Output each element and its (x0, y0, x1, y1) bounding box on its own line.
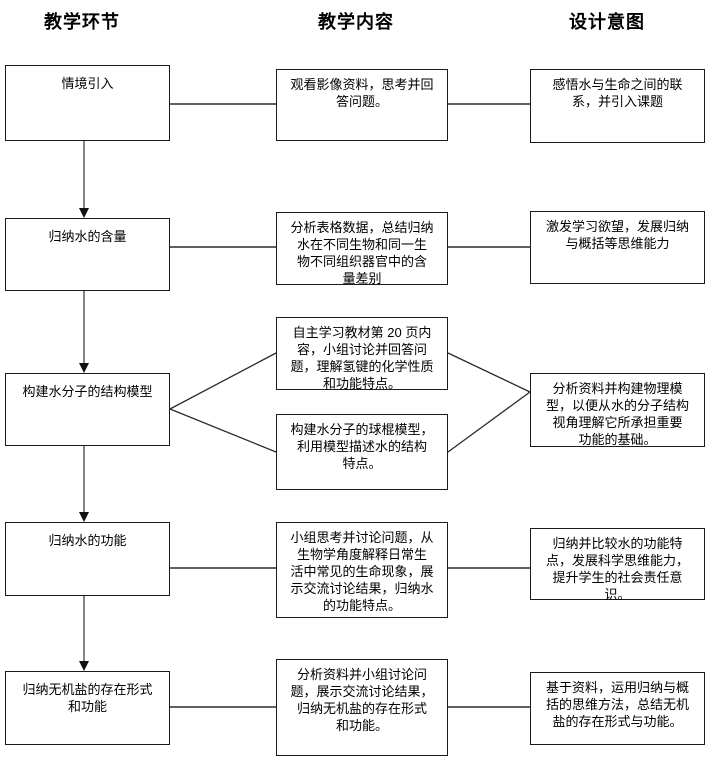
column-header-intents: 设计意图 (569, 12, 645, 32)
intent-box-4-text: 归纳并比较水的功能特 点，发展科学思维能力， 提升学生的社会责任意 识。 (545, 536, 689, 602)
stage-box-5: 归纳无机盐的存在形式 和功能 (5, 671, 170, 745)
content-box-3a-text: 自主学习教材第 20 页内 容，小组讨论并回答问 题，理解氢键的化学性质 和功能… (290, 325, 434, 391)
arrow-stage2-stage3-head (79, 363, 89, 373)
connector-row3-fork-lower-left (169, 408, 277, 453)
content-box-3b: 构建水分子的球棍模型， 利用模型描述水的结构 特点。 (276, 414, 448, 490)
intent-box-4: 归纳并比较水的功能特 点，发展科学思维能力， 提升学生的社会责任意 识。 (530, 528, 705, 602)
stage-box-1: 情境引入 (5, 65, 170, 141)
stage-box-5-label: 归纳无机盐的存在形式 和功能 (22, 682, 153, 714)
intent-box-5: 基于资料，运用归纳与概 括的思维方法，总结无机 盐的存在形式与功能。 (530, 672, 705, 745)
arrow-stage4-stage5-head (79, 661, 89, 671)
content-box-4: 小组思考并讨论问题，从 生物学角度解释日常生 活中常见的生命现象，展 示交流讨论… (276, 522, 448, 618)
stage-box-3: 构建水分子的结构模型 (5, 373, 170, 446)
content-box-1-text: 观看影像资料，思考并回 答问题。 (290, 77, 434, 109)
stage-box-4: 归纳水的功能 (5, 522, 170, 596)
intent-box-3-text: 分析资料并构建物理模 型，以便从水的分子结构 视角理解它所承担重要 功能的基础。 (545, 381, 689, 447)
connector-row3-merge-upper-right (447, 352, 531, 393)
intent-box-1-text: 感悟水与生命之间的联 系，并引入课题 (552, 77, 683, 109)
content-box-2-text: 分析表格数据，总结归纳 水在不同生物和同一生 物不同组织器官中的含 量差别 (290, 220, 434, 286)
stage-box-1-label: 情境引入 (61, 76, 114, 91)
content-box-2: 分析表格数据，总结归纳 水在不同生物和同一生 物不同组织器官中的含 量差别 (276, 212, 448, 286)
intent-box-5-text: 基于资料，运用归纳与概 括的思维方法，总结无机 盐的存在形式与功能。 (545, 680, 689, 729)
column-header-contents: 教学内容 (318, 12, 394, 32)
intent-box-2: 激发学习欲望，发展归纳 与概括等思维能力 (530, 211, 705, 284)
content-box-3a: 自主学习教材第 20 页内 容，小组讨论并回答问 题，理解氢键的化学性质 和功能… (276, 317, 448, 391)
content-box-4-text: 小组思考并讨论问题，从 生物学角度解释日常生 活中常见的生命现象，展 示交流讨论… (290, 530, 434, 613)
intent-box-1: 感悟水与生命之间的联 系，并引入课题 (530, 69, 705, 143)
content-box-5-text: 分析资料并小组讨论问 题，展示交流讨论结果， 归纳无机盐的存在形式 和功能。 (290, 667, 434, 733)
connector-row3-merge-lower-right (447, 391, 531, 453)
intent-box-2-text: 激发学习欲望，发展归纳 与概括等思维能力 (545, 219, 689, 251)
stage-box-3-label: 构建水分子的结构模型 (22, 384, 153, 399)
content-box-3b-text: 构建水分子的球棍模型， 利用模型描述水的结构 特点。 (290, 422, 434, 471)
content-box-5: 分析资料并小组讨论问 题，展示交流讨论结果， 归纳无机盐的存在形式 和功能。 (276, 659, 448, 756)
arrow-stage3-stage4-head (79, 512, 89, 522)
column-header-stages: 教学环节 (44, 12, 120, 32)
stage-box-2-label: 归纳水的含量 (48, 229, 127, 244)
connector-row3-fork-upper-left (169, 352, 277, 410)
stage-box-2: 归纳水的含量 (5, 218, 170, 291)
content-box-1: 观看影像资料，思考并回 答问题。 (276, 69, 448, 141)
arrow-stage1-stage2-head (79, 208, 89, 218)
stage-box-4-label: 归纳水的功能 (48, 533, 127, 548)
intent-box-3: 分析资料并构建物理模 型，以便从水的分子结构 视角理解它所承担重要 功能的基础。 (530, 373, 705, 447)
